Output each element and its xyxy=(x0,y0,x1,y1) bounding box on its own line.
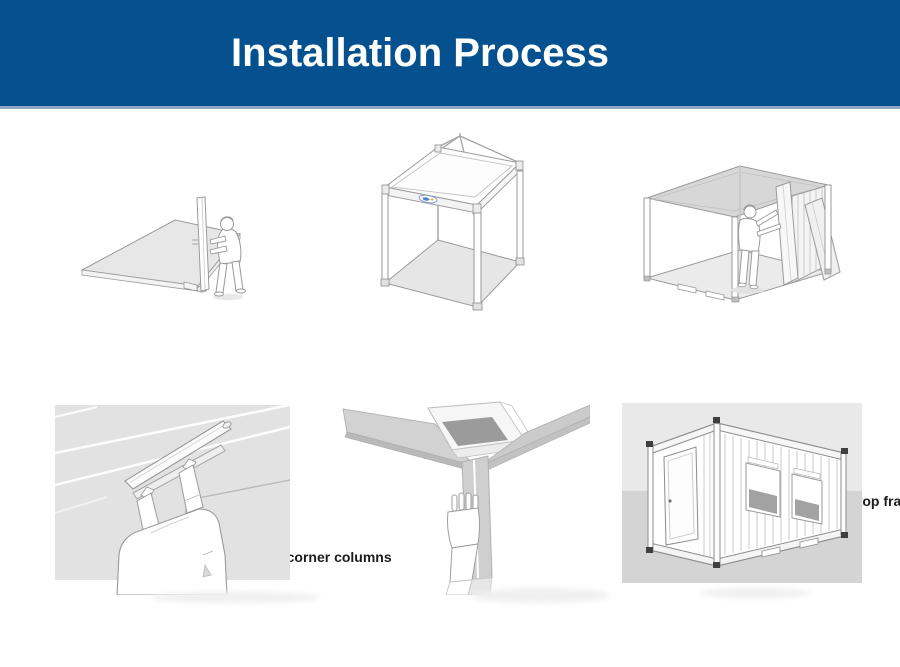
step-1-figure: 1.Install base frame and corner columns xyxy=(80,194,392,565)
watermark-smudge xyxy=(470,588,610,603)
header-banner: Installation Process xyxy=(0,0,900,109)
page-title: Installation Process xyxy=(231,30,609,75)
mount-decorative-trim-illustration xyxy=(342,401,590,595)
watermark-smudge xyxy=(700,588,810,598)
hoist-top-frame-illustration xyxy=(380,133,525,311)
step-4-figure: 4.Install electrical components xyxy=(55,405,290,595)
step-2-figure: 2.Hoist and install top frame xyxy=(378,133,900,509)
install-side-panels-illustration xyxy=(643,165,841,303)
base-frame-corner-columns-illustration xyxy=(80,196,246,301)
watermark-smudge xyxy=(150,592,320,603)
step-3-figure: 3.Install side panels xyxy=(640,160,845,305)
step-5-figure: 5.Mount decorative trim xyxy=(340,400,590,595)
install-electrical-components-illustration xyxy=(55,405,290,595)
completed-container-house-illustration xyxy=(622,403,862,583)
step-6-figure: 6.Completion xyxy=(622,403,862,583)
